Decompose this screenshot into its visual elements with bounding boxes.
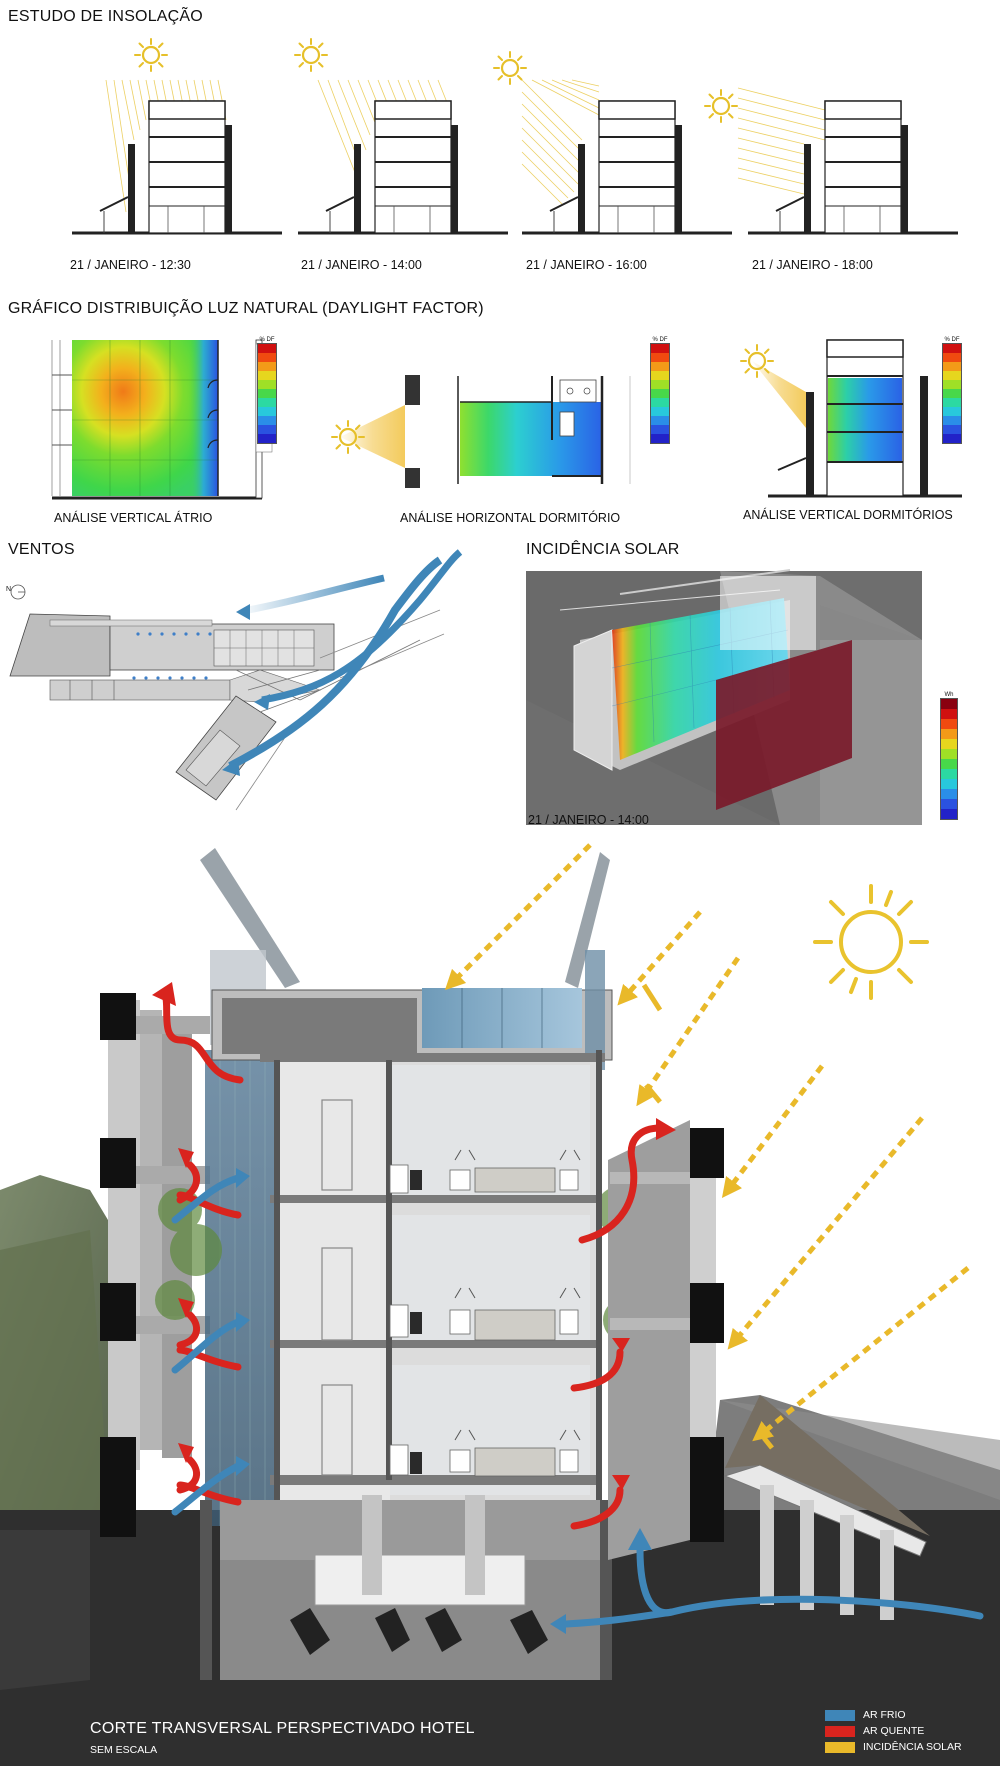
scale-step [943,353,961,362]
scale-step [258,362,276,371]
scale-step [258,434,276,443]
scale-step [943,371,961,380]
scale-step [943,434,961,443]
solar-incidence-render [526,569,954,826]
winds-and-solar [9,549,954,826]
scale-step [941,709,957,719]
winds-site-plan [9,549,463,811]
scale-step [941,799,957,809]
insolation-diagram-3 [520,79,734,235]
legend-item-hot-air: AR QUENTE [825,1724,924,1738]
scale-step [258,425,276,434]
scale-step [258,344,276,353]
scale-step [941,789,957,799]
scale-step [943,398,961,407]
scale-step [651,362,669,371]
atrium-vertical-analysis [51,339,263,500]
insolation-title: ESTUDO DE INSOLAÇÃO [8,8,203,25]
solar-scale: Wh [940,692,958,820]
scale-step [258,380,276,389]
sun-icon [813,884,929,1000]
scale-step [258,353,276,362]
legend-label: AR FRIO [863,1709,906,1721]
section-subtitle: SEM ESCALA [90,1744,158,1756]
df-scale-title: % DF [944,337,960,343]
df-scale-bar [942,343,962,444]
scale-step [941,729,957,739]
scale-step [941,739,957,749]
scale-step [258,371,276,380]
legend-swatch [825,1709,855,1721]
daylight-caption-dorm-vertical: ANÁLISE VERTICAL DORMITÓRIOS [743,508,953,522]
daylight-title: GRÁFICO DISTRIBUIÇÃO LUZ NATURAL (DAYLIG… [8,300,484,317]
scale-step [943,362,961,371]
insolation-caption-4: 21 / JANEIRO - 18:00 [752,258,873,272]
scale-step [943,425,961,434]
scale-step [651,398,669,407]
legend-item-solar-incidence: INCIDÊNCIA SOLAR [825,1740,962,1754]
legend-label: AR QUENTE [863,1725,925,1737]
df-scale-dorm-vertical: % DF [942,337,962,444]
scale-step [258,389,276,398]
insolation-diagram-2 [296,79,510,235]
scale-step [941,779,957,789]
df-scale-title: % DF [652,337,668,343]
scale-step [943,344,961,353]
df-scale-bar [257,343,277,444]
solar-incidence-caption: 21 / JANEIRO - 14:00 [528,813,649,827]
scale-step [651,407,669,416]
legend-item-cold-air: AR FRIO [825,1708,906,1722]
scale-step [258,416,276,425]
insolation-caption-2: 21 / JANEIRO - 14:00 [301,258,422,272]
insolation-diagrams [70,37,960,235]
insolation-diagram-4 [737,87,960,235]
scale-step [651,353,669,362]
scale-step [941,809,957,819]
scale-step [941,749,957,759]
scale-step [651,425,669,434]
solar-incidence-title: INCIDÊNCIA SOLAR [526,541,680,558]
df-scale-atrium: % DF [257,337,277,444]
scale-step [943,416,961,425]
winds-north-label: N [6,586,12,593]
insolation-caption-3: 21 / JANEIRO - 16:00 [526,258,647,272]
winds-title: VENTOS [8,541,75,558]
scale-step [943,380,961,389]
scale-step [941,759,957,769]
df-scale-bar [650,343,670,444]
df-scale-title: % DF [259,337,275,343]
insolation-diagram-1 [70,79,284,235]
scale-step [941,699,957,709]
daylight-caption-dorm-horizontal: ANÁLISE HORIZONTAL DORMITÓRIO [400,511,621,525]
scale-step [651,416,669,425]
daylight-caption-atrium: ANÁLISE VERTICAL ÁTRIO [54,511,213,525]
df-scale-dorm-horizontal: % DF [650,337,670,444]
scale-step [651,371,669,380]
dormitory-horizontal-analysis [340,375,631,488]
scale-step [651,389,669,398]
scale-step [943,389,961,398]
section-title: CORTE TRANSVERSAL PERSPECTIVADO HOTEL [90,1720,475,1737]
scale-step [651,434,669,443]
scale-step [258,407,276,416]
scale-step [941,719,957,729]
legend-swatch [825,1725,855,1737]
legend-swatch [825,1741,855,1753]
insolation-caption-1: 21 / JANEIRO - 12:30 [70,258,191,272]
scale-step [941,769,957,779]
scale-step [651,344,669,353]
solar-scale-title: Wh [944,692,954,698]
dormitories-vertical-analysis [752,339,962,498]
solar-scale-bar [940,698,958,820]
legend-label: INCIDÊNCIA SOLAR [863,1741,962,1753]
scale-step [258,398,276,407]
daylight-factor-diagrams [51,339,962,500]
scale-step [943,407,961,416]
scale-step [651,380,669,389]
